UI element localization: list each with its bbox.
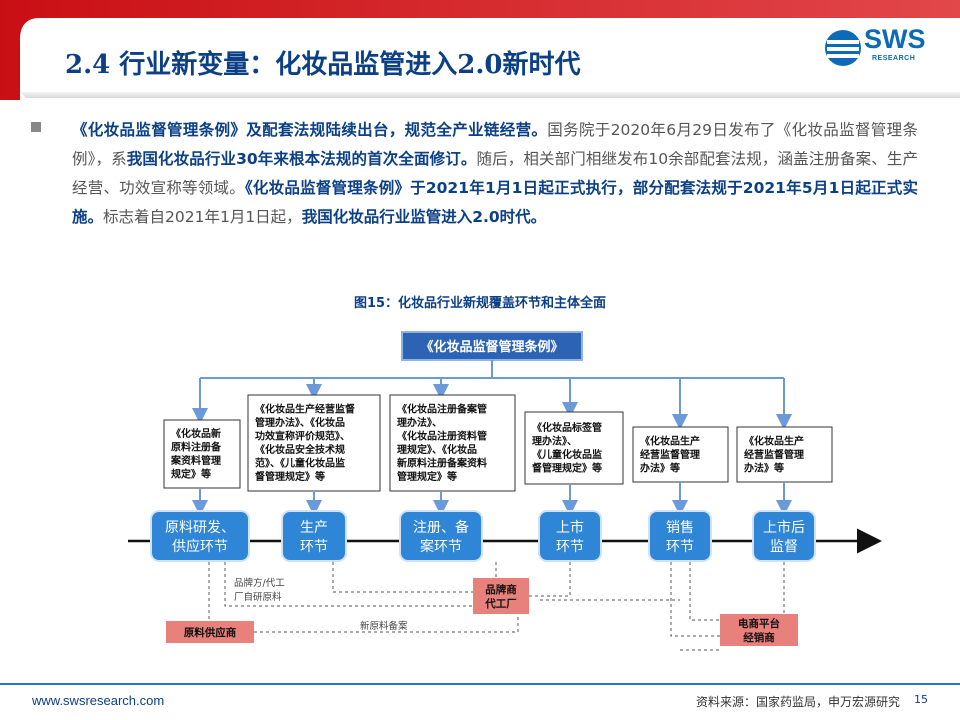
regulation-box-5-line-1: 《化妆品生产 [640,434,700,447]
regulation-box-1-line-3: 案资料管理 [170,454,221,467]
regulation-box-1-line-1: 《化妆品新 [171,427,221,440]
para-text-2: 国务院于2020年6月29日发布了《化妆品监督管理条例》，系 [72,121,918,168]
regulation-box-2: 《化妆品生产经营监督管理办法》、《化妆品功效宣称评价规范》、《化妆品安全技术规范… [247,394,381,492]
entity-brand-oem: 品牌商 代工厂 [473,578,529,614]
entity-ecommerce-line-2: 经销商 [743,631,775,644]
top-regulation: 《化妆品监督管理条例》 [401,331,583,361]
regulation-box-4-line-3: 《儿童化妆品监 [532,448,602,461]
para-bold-5: 《化妆品监督管理条例》于2021年1月1日起正式执行，部分配套法规于2021年5… [72,179,918,226]
regulation-box-3-line-2: 理办法》、 [397,416,442,429]
stage-1-line-1: 原料研发、 [165,520,235,536]
stage-3-line-2: 案环节 [420,538,462,555]
logo-text: SWS [864,24,926,54]
entity-ecommerce: 电商平台 经销商 [720,614,798,646]
regulation-box-6-line-1: 《化妆品生产 [744,434,804,447]
label-new-material-filing: 新原料备案 [360,620,408,632]
regulation-box-6-line-3: 办法》等 [744,461,784,474]
regulation-box-2-line-4: 《化妆品安全技术规 [255,443,345,456]
footer-source: 资料来源：国家药监局，申万宏源研究 [695,695,900,709]
regulation-box-3-line-6: 管理规定》等 [397,470,457,483]
stage-1: 原料研发、供应环节 [150,510,250,562]
page-title: 2.4 行业新变量：化妆品监管进入2.0新时代 [65,50,581,80]
entity-brand-oem-line-2: 代工厂 [484,597,517,610]
stage-5-line-1: 销售 [666,520,694,536]
footer-divider [0,683,960,685]
bullet-square-icon [31,122,41,132]
stage-2-line-2: 环节 [300,539,328,555]
regulation-box-3: 《化妆品注册备案管理办法》、《化妆品注册资料管理规定》、《化妆品新原料注册备案资… [389,394,516,492]
stage-4-line-1: 上市 [556,519,584,536]
label-brand-factory-1: 品牌方/代工 [234,577,285,589]
stage-2-line-1: 生产 [300,520,328,536]
figure-caption: 图15：化妆品行业新规覆盖环节和主体全面 [353,296,607,311]
regulation-box-2-line-5: 范》、《儿童化妆品监 [255,457,345,470]
regulation-box-2-line-2: 管理办法》、《化妆品 [255,416,345,429]
regulation-box-3-line-5: 新原料注册备案资料 [397,457,487,470]
entity-ecommerce-line-1: 电商平台 [738,617,780,630]
regulation-box-2-line-6: 督管理规定》等 [255,470,325,483]
entity-raw-supplier: 原料供应商 [166,621,254,643]
top-regulation-label: 《化妆品监督管理条例》 [420,339,563,355]
stage-1-line-2: 供应环节 [172,538,228,555]
regulation-box-1-line-2: 原料注册备 [171,441,222,454]
sws-logo: SWS RESEARCH [824,24,942,68]
entity-brand-oem-line-1: 品牌商 [485,583,517,596]
regulation-box-3-line-3: 《化妆品注册资料管 [397,430,487,443]
regulation-box-6-line-2: 经营监督管理 [744,448,804,461]
entity-raw-supplier-label: 原料供应商 [184,626,237,639]
regulation-box-5-line-2: 经营监督管理 [640,448,700,461]
stage-4-line-2: 环节 [556,539,584,555]
regulation-box-5-line-3: 办法》等 [640,461,680,474]
logo-mark-icon [825,30,861,66]
para-bold-1: 《化妆品监督管理条例》及配套法规陆续出台，规范全产业链经营。 [72,121,548,139]
para-bold-7: 我国化妆品行业监管进入2.0时代。 [301,208,547,226]
regulation-box-2-line-1: 《化妆品生产经营监督 [255,403,355,416]
dashed-links [208,562,785,651]
stage-6-line-2: 监督 [770,539,798,555]
para-bold-3: 我国化妆品行业30年来根本法规的首次全面修订。 [126,150,477,168]
regulation-box-3-line-4: 理规定》、《化妆品 [397,443,477,456]
regulation-box-1-line-4: 规定》等 [171,468,211,481]
regulation-box-4-line-1: 《化妆品标签管 [532,421,602,434]
label-brand-factory-2: 厂自研原料 [234,591,282,603]
para-text-6: 标志着自2021年1月1日起， [103,208,302,226]
logo-subtext: RESEARCH [872,55,916,62]
regulation-box-4-line-4: 督管理规定》等 [532,462,602,475]
regulation-diagram: 《化妆品监督管理条例》 《化妆品新原料注册备案资料管理规定》等《化妆品生产经营监… [128,331,882,651]
page-number: 15 [914,693,928,706]
para-text-4: 随后，相关部门相继发布10余部配套法规，涵盖注册备案、生产经营、功效宣称等领域。 [72,150,918,197]
regulation-box-4-line-2: 理办法》、 [532,435,577,448]
footer-website-link[interactable]: www.swsresearch.com [32,693,165,708]
header-banner [0,0,960,100]
regulation-box-2-line-3: 功效宣称评价规范》、 [255,430,350,443]
regulation-box-3-line-1: 《化妆品注册备案管 [397,403,487,416]
stage-3-line-1: 注册、备 [413,519,469,536]
body-paragraph: 《化妆品监督管理条例》及配套法规陆续出台，规范全产业链经营。国务院于2020年6… [72,116,918,232]
stage-6-line-1: 上市后 [763,519,805,536]
stage-5-line-2: 环节 [666,539,694,555]
